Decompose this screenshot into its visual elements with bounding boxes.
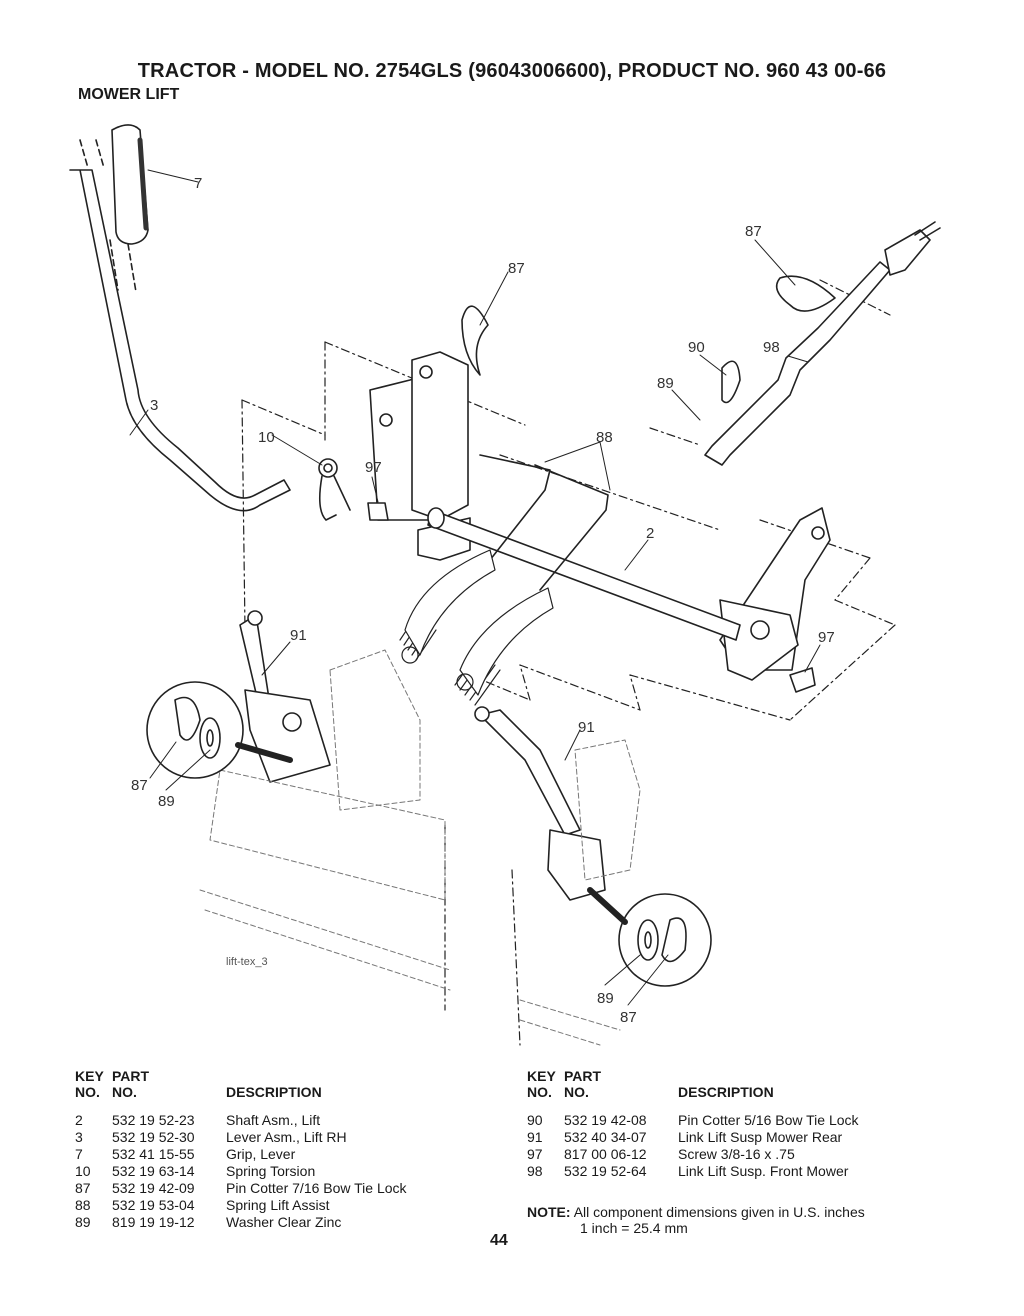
note-line-2: 1 inch = 25.4 mm — [580, 1220, 688, 1236]
callout-97a: 97 — [365, 459, 382, 476]
key-no: 7 — [75, 1146, 83, 1162]
callout-10: 10 — [258, 429, 275, 446]
callout-97b: 97 — [818, 629, 835, 646]
part-description: Link Lift Susp Mower Rear — [678, 1129, 843, 1145]
mower-lift-diagram: 7 87 87 3 10 97 90 98 89 88 2 91 97 87 8… — [69, 124, 941, 1046]
part-no: 532 41 15-55 — [112, 1146, 195, 1162]
part-description: Pin Cotter 7/16 Bow Tie Lock — [226, 1180, 407, 1196]
rear-link-left — [239, 610, 331, 783]
part-description: Shaft Asm., Lift — [226, 1112, 321, 1128]
parts-row: 89 819 19 19-12 Washer Clear Zinc — [75, 1214, 407, 1231]
detail-circle-left — [146, 681, 293, 779]
part-no: 532 19 42-09 — [112, 1180, 195, 1196]
part-no: 532 19 53-04 — [112, 1197, 195, 1213]
description-header: DESCRIPTION — [226, 1084, 322, 1100]
section-title: MOWER LIFT — [78, 86, 180, 103]
screws — [367, 502, 816, 693]
note-label: NOTE: — [527, 1204, 571, 1220]
right-bracket — [719, 507, 831, 681]
key-no: 89 — [75, 1214, 91, 1230]
parts-row: 90 532 19 42-08 Pin Cotter 5/16 Bow Tie Lo… — [527, 1112, 859, 1129]
parts-row: 10 532 19 63-14 Spring Torsion — [75, 1163, 407, 1180]
part-no: 532 40 34-07 — [564, 1129, 647, 1145]
key-no: 10 — [75, 1163, 91, 1179]
front-link — [704, 221, 941, 466]
page-title: TRACTOR - MODEL NO. 2754GLS (96043006600… — [137, 60, 887, 82]
part-no: 532 19 63-14 — [112, 1163, 195, 1179]
lift-assist-springs — [399, 454, 609, 706]
key-header: KEY — [75, 1068, 104, 1084]
key-no: 3 — [75, 1129, 83, 1145]
part-description: Lever Asm., Lift RH — [226, 1129, 347, 1145]
rear-link-right — [474, 706, 606, 901]
key-header: KEY — [527, 1068, 556, 1084]
part-header: PART — [112, 1068, 150, 1084]
part-description: Link Lift Susp. Front Mower — [678, 1163, 849, 1179]
callout-88: 88 — [596, 429, 613, 446]
key-no-header: NO. — [75, 1084, 100, 1100]
part-no-header: NO. — [564, 1084, 589, 1100]
description-header: DESCRIPTION — [678, 1084, 774, 1100]
lever-grip — [109, 124, 149, 293]
part-no: 532 19 52-30 — [112, 1129, 195, 1145]
key-no: 88 — [75, 1197, 91, 1213]
callout-2: 2 — [646, 525, 654, 542]
parts-row: 98 532 19 52-64 Link Lift Susp. Front Mowe… — [527, 1163, 859, 1180]
bow-tie-pins — [461, 275, 836, 404]
callout-89c: 89 — [597, 990, 614, 1007]
dimension-note: NOTE: All component dimensions given in … — [527, 1204, 947, 1236]
key-no: 90 — [527, 1112, 543, 1128]
lift-lever — [69, 169, 291, 512]
note-line-1: All component dimensions given in U.S. i… — [573, 1204, 865, 1220]
page-number: 44 — [490, 1232, 508, 1249]
parts-row: 88 532 19 53-04 Spring Lift Assist — [75, 1197, 407, 1214]
callout-87b: 87 — [745, 223, 762, 240]
part-no: 532 19 52-23 — [112, 1112, 195, 1128]
detail-circle-right — [587, 887, 712, 987]
mower-deck — [199, 649, 641, 1046]
callout-87c: 87 — [131, 777, 148, 794]
part-description: Washer Clear Zinc — [226, 1214, 342, 1230]
callout-91b: 91 — [578, 719, 595, 736]
parts-list-right: KEY PART NO. NO. DESCRIPTION 90 532 19 42… — [527, 1068, 859, 1180]
part-description: Spring Torsion — [226, 1163, 316, 1179]
parts-row: 2 532 19 52-23 Shaft Asm., Lift — [75, 1112, 407, 1129]
callout-87a: 87 — [508, 260, 525, 277]
parts-row: 3 532 19 52-30 Lever Asm., Lift RH — [75, 1129, 407, 1146]
callout-90: 90 — [688, 339, 705, 356]
callout-91a: 91 — [290, 627, 307, 644]
parts-row: 97 817 00 06-12 Screw 3/8-16 x .75 — [527, 1146, 859, 1163]
parts-row: 91 532 40 34-07 Link Lift Susp Mower Rear — [527, 1129, 859, 1146]
parts-row: 87 532 19 42-09 Pin Cotter 7/16 Bow Tie Lo… — [75, 1180, 407, 1197]
callout-98: 98 — [763, 339, 780, 356]
part-no: 817 00 06-12 — [564, 1146, 647, 1162]
part-description: Grip, Lever — [226, 1146, 296, 1162]
part-no: 819 19 19-12 — [112, 1214, 195, 1230]
key-no: 87 — [75, 1180, 91, 1196]
callout-87d: 87 — [620, 1009, 637, 1026]
lift-shaft — [427, 507, 741, 641]
part-description: Screw 3/8-16 x .75 — [678, 1146, 795, 1162]
callout-3: 3 — [150, 397, 158, 414]
key-no: 97 — [527, 1146, 543, 1162]
part-no-header: NO. — [112, 1084, 137, 1100]
key-no: 98 — [527, 1163, 543, 1179]
center-bracket — [369, 351, 471, 561]
callout-89a: 89 — [657, 375, 674, 392]
key-no: 91 — [527, 1129, 543, 1145]
part-no: 532 19 52-64 — [564, 1163, 647, 1179]
parts-row: 7 532 41 15-55 Grip, Lever — [75, 1146, 407, 1163]
part-description: Spring Lift Assist — [226, 1197, 330, 1213]
part-no: 532 19 42-08 — [564, 1112, 647, 1128]
parts-list-left: KEY PART NO. NO. DESCRIPTION 2 532 19 52-… — [75, 1068, 407, 1231]
part-header: PART — [564, 1068, 602, 1084]
leader-lines — [129, 169, 821, 1006]
key-no-header: NO. — [527, 1084, 552, 1100]
key-no: 2 — [75, 1112, 83, 1128]
diagram-caption: lift-tex_3 — [226, 956, 268, 968]
torsion-spring — [318, 458, 351, 521]
callout-7: 7 — [194, 175, 202, 192]
part-description: Pin Cotter 5/16 Bow Tie Lock — [678, 1112, 859, 1128]
callout-89b: 89 — [158, 793, 175, 810]
